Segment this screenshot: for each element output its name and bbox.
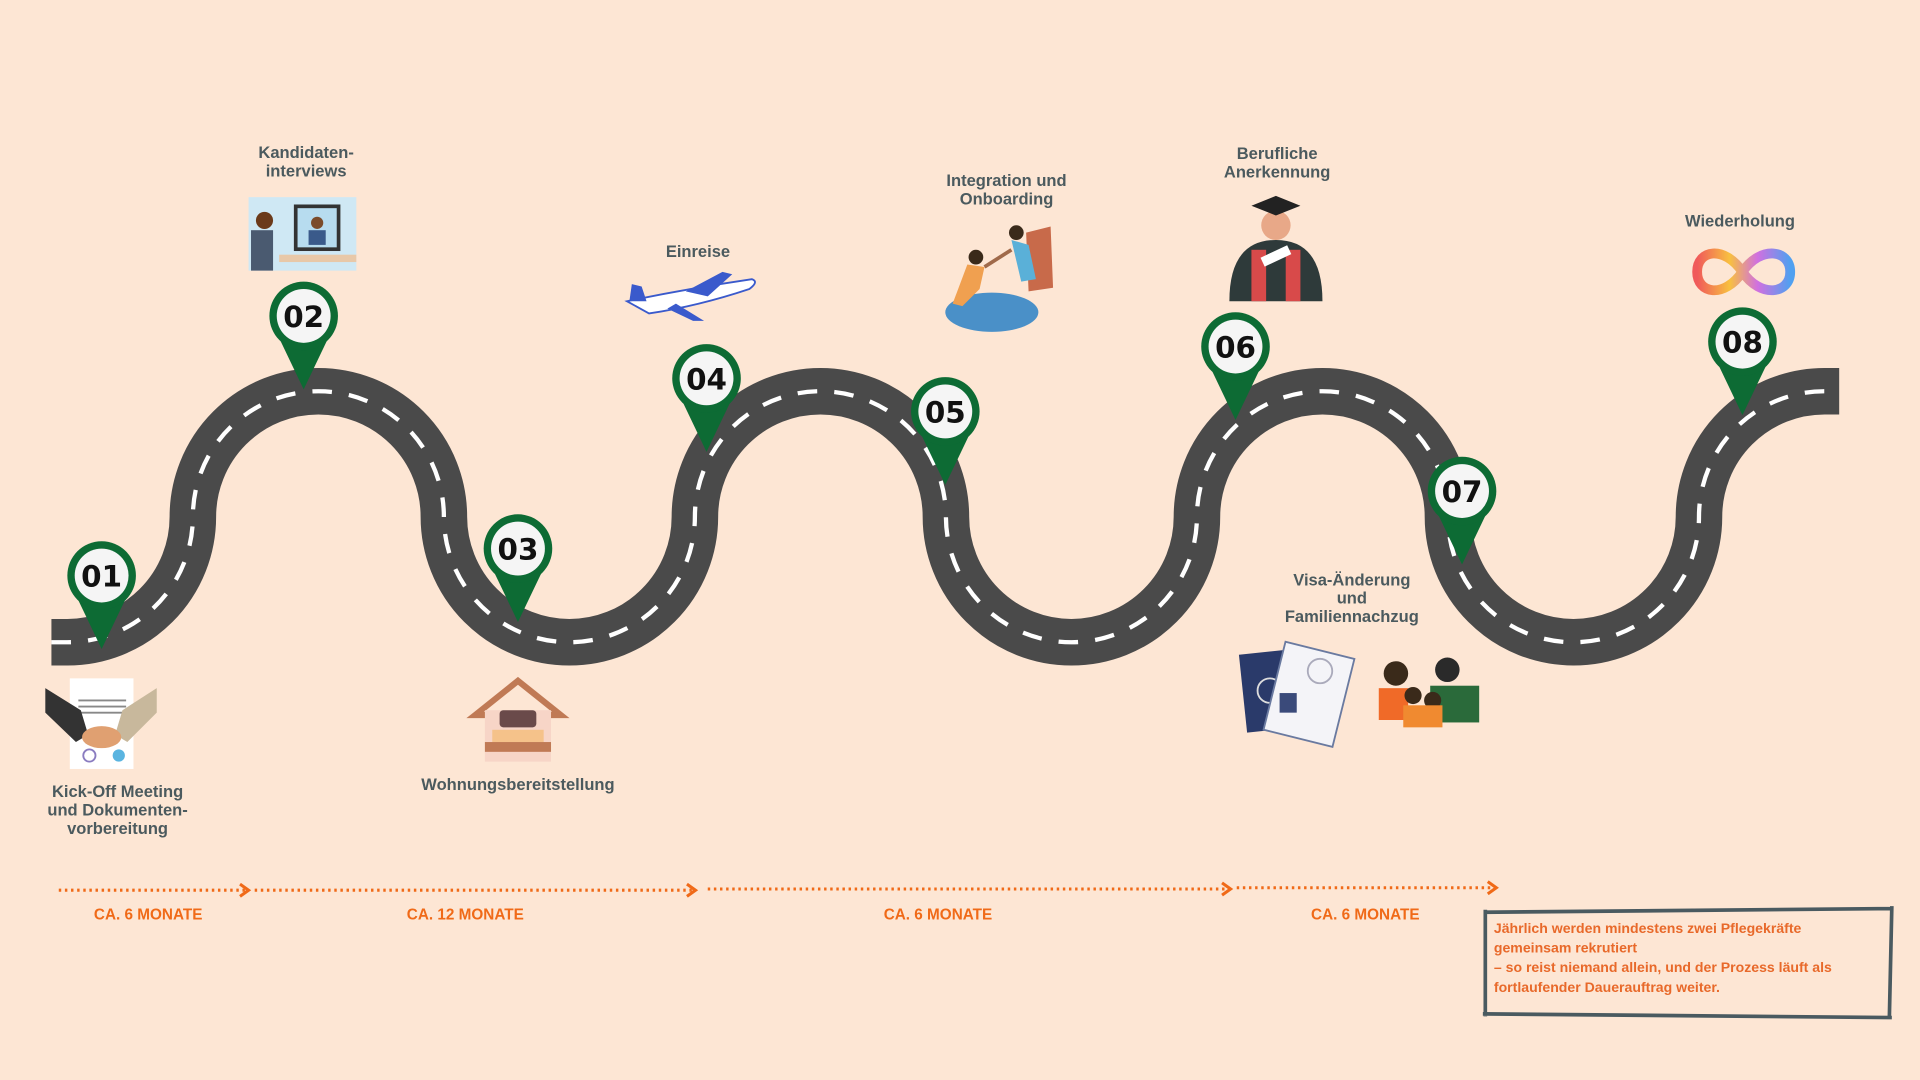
duration-label: CA. 6 MONATE <box>1311 907 1420 924</box>
duration-arrow <box>707 881 1234 897</box>
step-number: 06 <box>1215 331 1256 365</box>
step-label-05: Integration und Onboarding <box>946 171 1066 208</box>
duration-label: CA. 12 MONATE <box>407 907 524 924</box>
step-label-line: und <box>1337 589 1367 608</box>
step-label-line: Kandidaten- <box>258 143 353 162</box>
note-box: Jährlich werden mindestens zwei Pflegekr… <box>1482 906 1894 1020</box>
step-number: 08 <box>1722 326 1763 360</box>
step-label-line: vorbereitung <box>67 819 168 838</box>
step-label-line: interviews <box>266 161 347 180</box>
step-label-03: Wohnungsbereitstellung <box>421 775 614 794</box>
step-label-01: Kick-Off Meeting und Dokumenten- vorbere… <box>47 782 187 838</box>
helping-hand-icon <box>945 225 1054 332</box>
timeline-arrows <box>58 880 1499 898</box>
note-line: gemeinsam rekrutiert <box>1494 940 1637 956</box>
pin-face <box>679 351 734 406</box>
step-number: 05 <box>925 395 966 429</box>
step-label-line: und Dokumenten- <box>47 801 187 820</box>
step-label-line: Berufliche <box>1237 144 1318 163</box>
graduate-icon <box>1229 195 1323 302</box>
passport-family-icon <box>1238 640 1480 748</box>
video-call-icon <box>248 197 357 271</box>
step-label-04: Einreise <box>666 242 730 261</box>
note-line: fortlaufender Dauerauftrag weiter. <box>1494 979 1720 995</box>
step-label-02: Kandidaten- interviews <box>258 143 353 180</box>
note-line: – so reist niemand allein, und der Proze… <box>1494 959 1832 975</box>
duration-label: CA. 6 MONATE <box>884 907 993 924</box>
pin-face <box>1715 314 1770 369</box>
step-label-07: Visa-Änderung und Familiennachzug <box>1285 570 1419 626</box>
handshake-contract-icon <box>45 678 157 769</box>
pins: 01 02 03 04 05 06 07 08 <box>67 281 1777 649</box>
step-number: 02 <box>283 300 324 334</box>
pin-08: 08 <box>1708 307 1777 416</box>
pin-06: 06 <box>1201 312 1270 420</box>
pin-03: 03 <box>483 514 553 623</box>
step-label-line: Familiennachzug <box>1285 607 1419 626</box>
step-label-line: Onboarding <box>960 189 1054 208</box>
step-label-line: Kick-Off Meeting <box>52 782 183 801</box>
step-label-08: Wiederholung <box>1685 212 1795 231</box>
road <box>51 367 1840 666</box>
step-number: 01 <box>81 560 122 594</box>
duration-arrow <box>254 882 699 898</box>
duration-arrow <box>1236 880 1499 896</box>
house-bed-icon <box>466 676 570 762</box>
step-label-line: Anerkennung <box>1224 163 1330 182</box>
duration-arrow <box>58 882 252 898</box>
pin-02: 02 <box>269 281 338 390</box>
pin-face <box>276 288 331 343</box>
pin-face <box>1435 464 1489 518</box>
step-label-line: Visa-Änderung <box>1293 570 1410 589</box>
pin-face <box>1208 319 1263 374</box>
pin-face <box>918 384 973 439</box>
pin-face <box>74 548 129 603</box>
note-line: Jährlich werden mindestens zwei Pflegekr… <box>1494 920 1802 936</box>
step-number: 07 <box>1442 475 1483 509</box>
airplane-icon <box>624 271 756 321</box>
step-label-line: Integration und <box>946 171 1066 190</box>
pin-05: 05 <box>911 377 980 485</box>
pin-07: 07 <box>1427 456 1497 565</box>
step-number: 03 <box>498 533 539 567</box>
pin-face <box>491 521 545 576</box>
infinity-icon <box>1692 248 1796 296</box>
pin-01: 01 <box>67 541 136 649</box>
step-label-06: Berufliche Anerkennung <box>1224 144 1330 181</box>
pin-04: 04 <box>672 344 741 452</box>
duration-label: CA. 6 MONATE <box>94 907 203 924</box>
step-number: 04 <box>686 362 727 396</box>
